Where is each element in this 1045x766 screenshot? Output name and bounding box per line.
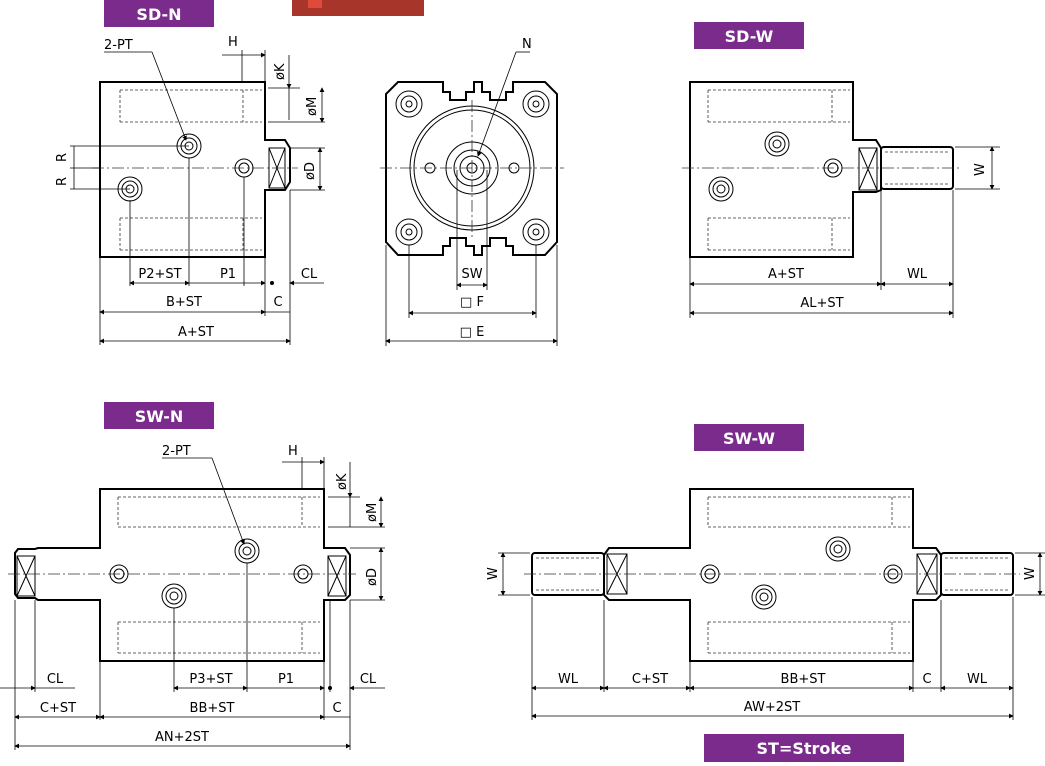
sd-n-m-label: øM	[305, 97, 320, 116]
sw-n-p1-label: P1	[278, 672, 294, 687]
sd-w-w-label: W	[973, 163, 988, 176]
sw-w-w-left-label: W	[486, 567, 501, 580]
stroke-note: ST=Stroke	[757, 739, 852, 758]
sd-n-2pt-label: 2-PT	[104, 38, 133, 53]
sw-n-bbst-label: BB+ST	[190, 701, 235, 716]
sd-w-body	[689, 81, 882, 258]
sd-n-cl-label: CL	[301, 267, 318, 282]
sw-n-c-label: C	[332, 701, 341, 716]
sw-n-d-label: øD	[365, 568, 380, 586]
sw-w-bbst-label: BB+ST	[781, 672, 826, 687]
sd-w-view: SD-W W A+ST WL AL+ST	[682, 22, 1000, 318]
sd-n-r1-label: R	[55, 153, 70, 162]
sd-n-d-label: øD	[303, 162, 318, 180]
sw-w-view: SW-W W W WL C+ST	[486, 424, 1045, 762]
sd-w-label-bg	[694, 22, 804, 49]
sw-w-label-bg	[694, 424, 804, 451]
sd-n-h-label: H	[228, 35, 238, 50]
sw-n-cl-right-label: CL	[360, 672, 377, 687]
sw-n-p3st-label: P3+ST	[189, 672, 232, 687]
front-sw-label: SW	[461, 267, 482, 282]
product-photo-fragment	[292, 0, 424, 16]
front-f-label: □ F	[460, 295, 484, 310]
sd-w-wl-label: WL	[907, 267, 928, 282]
sw-n-cl-left-label: CL	[47, 672, 64, 687]
sw-w-aw2st-label: AW+2ST	[744, 700, 800, 715]
sw-w-wl-left-label: WL	[558, 672, 579, 687]
sw-n-an2st-label: AN+2ST	[155, 730, 209, 745]
sd-w-label: SD-W	[725, 27, 774, 46]
sd-n-p2st-label: P2+ST	[138, 267, 181, 282]
sw-n-cst-label: C+ST	[40, 701, 76, 716]
sw-w-w-right-label: W	[1023, 567, 1038, 580]
sd-n-ast-label: A+ST	[178, 325, 214, 340]
sw-n-view: SW-N 2-PT H øK øM øD	[0, 402, 385, 750]
stroke-note-bg	[704, 734, 904, 762]
sd-n-k-label: øK	[273, 63, 288, 80]
sw-n-body	[14, 488, 351, 662]
sd-n-r2-label: R	[55, 177, 70, 186]
sw-n-h-label: H	[288, 444, 298, 459]
sw-w-wl-right-label: WL	[967, 672, 988, 687]
sw-w-label: SW-W	[723, 429, 775, 448]
sw-n-label: SW-N	[135, 407, 183, 426]
front-e-label: □ E	[460, 325, 485, 340]
front-body	[385, 81, 558, 256]
sd-w-alst-label: AL+ST	[800, 296, 843, 311]
sd-n-bst-label: B+ST	[166, 295, 202, 310]
sw-w-body	[603, 488, 942, 662]
sd-n-label-bg	[104, 0, 214, 27]
sd-n-label: SD-N	[136, 5, 181, 24]
sd-n-body	[99, 81, 291, 258]
sd-n-c-label: C	[273, 295, 282, 310]
sd-n-p1-label: P1	[220, 267, 236, 282]
photo-highlight	[308, 0, 322, 8]
sd-w-ast-label: A+ST	[768, 267, 804, 282]
sw-n-2pt-label: 2-PT	[162, 444, 191, 459]
sw-n-m-label: øM	[365, 503, 380, 522]
front-view: N SW □ F □ E	[380, 37, 564, 346]
front-n-label: N	[522, 37, 532, 52]
sw-n-label-bg	[104, 402, 214, 429]
sd-n-view: SD-N 2-PT H øK øM øD R R	[55, 0, 325, 345]
sw-w-c-label: C	[922, 672, 931, 687]
sw-n-k-label: øK	[335, 473, 350, 490]
sw-w-cst-label: C+ST	[632, 672, 668, 687]
